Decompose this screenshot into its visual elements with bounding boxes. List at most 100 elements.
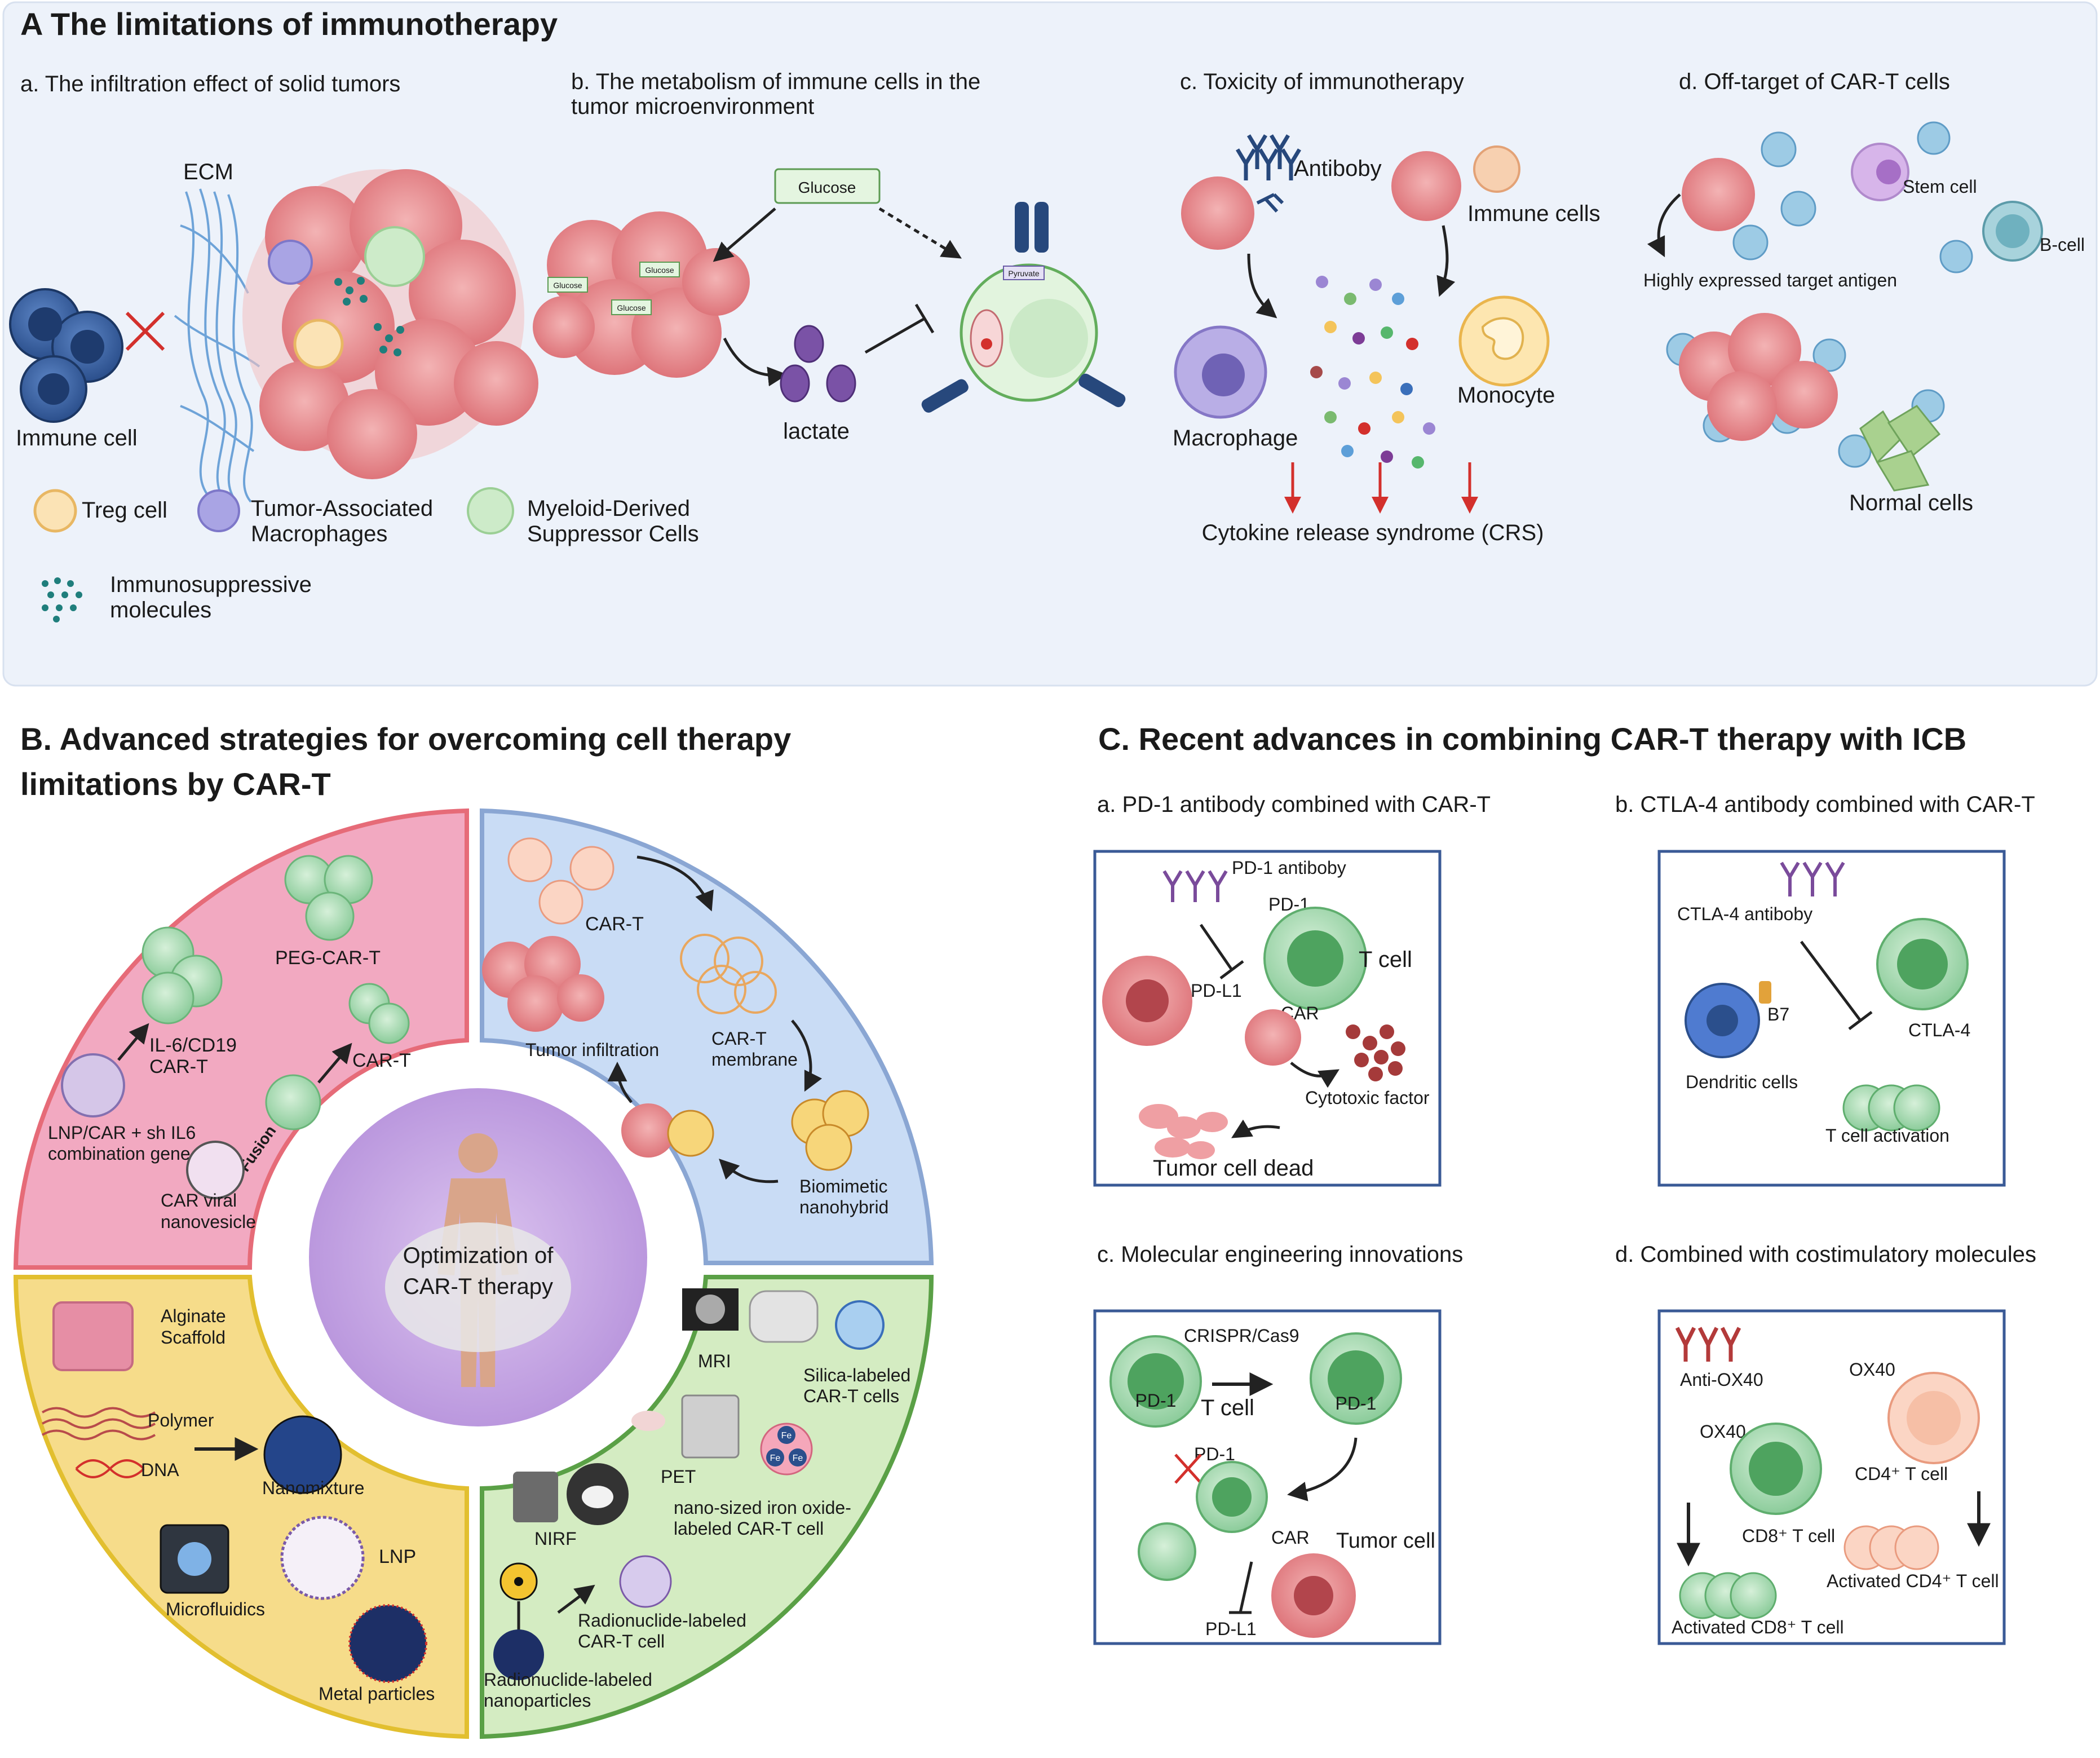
legend-mdsc-2: Suppressor Cells bbox=[527, 522, 699, 546]
glucose-tag-2-label: Glucose bbox=[645, 266, 674, 275]
ox40-label-b: OX40 bbox=[1700, 1421, 1746, 1442]
cd8-nucleus bbox=[1749, 1442, 1803, 1496]
fe-label-1: Fe bbox=[781, 1431, 792, 1441]
ctla4-antibody-label: CTLA-4 antiboby bbox=[1677, 904, 1812, 924]
lactate-molecules bbox=[780, 325, 856, 403]
metal-label: Metal particles bbox=[319, 1684, 435, 1704]
iron-label-2: labeled CAR-T cell bbox=[674, 1518, 824, 1539]
glucose-tag-1-label: Glucose bbox=[553, 281, 582, 290]
t-cell-b-nucleus bbox=[1897, 939, 1948, 990]
blue-arrow-3 bbox=[719, 1159, 779, 1183]
mri-brain bbox=[696, 1295, 725, 1324]
t-cell-a-label: T cell bbox=[1359, 947, 1412, 972]
t-cell-c-label: T cell bbox=[1201, 1395, 1254, 1420]
fe-label-2: Fe bbox=[770, 1454, 781, 1463]
panel-c-c-heading: c. Molecular engineering innovations bbox=[1097, 1242, 1463, 1267]
immune-cell-c-1 bbox=[1391, 151, 1461, 221]
tumor-cell-c-nucleus bbox=[1294, 1576, 1333, 1615]
t-cell-c-1-nucleus bbox=[1128, 1353, 1184, 1410]
pd1-block-line bbox=[1199, 924, 1234, 971]
molecules-legend-icon bbox=[42, 577, 82, 622]
b7-label: B7 bbox=[1767, 1004, 1789, 1024]
monocyte-label: Monocyte bbox=[1457, 383, 1555, 408]
glucose-label: Glucose bbox=[798, 179, 856, 196]
mdsc-cell bbox=[364, 226, 425, 287]
membrane-label-1: CAR-T bbox=[711, 1028, 767, 1049]
immune-cell-c-2 bbox=[1473, 145, 1520, 193]
viral-label-2: nanovesicle bbox=[161, 1212, 256, 1232]
antigen-label: Highly expressed target antigen bbox=[1643, 270, 1897, 290]
crispr-label: CRISPR/Cas9 bbox=[1184, 1326, 1299, 1346]
lnp-yellow-label: LNP bbox=[379, 1546, 416, 1567]
panel-a-title: A The limitations of immunotherapy bbox=[20, 6, 558, 42]
alginate-label-1: Alginate bbox=[161, 1306, 226, 1326]
b7-ligand bbox=[1759, 981, 1771, 1004]
pd1-label-c2: PD-1 bbox=[1336, 1393, 1377, 1414]
cytotoxic-label: Cytotoxic factor bbox=[1305, 1088, 1430, 1108]
il6-cart-cells bbox=[142, 926, 223, 1024]
ecm-fibers bbox=[174, 188, 260, 503]
center-label-1: Optimization of bbox=[403, 1243, 554, 1268]
pd1-antibodies bbox=[1162, 870, 1228, 902]
bound-antibody bbox=[1256, 193, 1284, 213]
cytotoxic-arrow bbox=[1290, 1062, 1340, 1088]
cart-pink-label: CAR-T bbox=[352, 1050, 411, 1071]
radio-nanoparticle bbox=[493, 1629, 544, 1680]
lactate-inhibit-bar bbox=[914, 303, 935, 334]
peg-cart-label: PEG-CAR-T bbox=[275, 947, 381, 969]
pdl1-label-c: PD-L1 bbox=[1205, 1619, 1257, 1639]
edited-t-cell-nucleus bbox=[1212, 1477, 1252, 1517]
stem-cell-nucleus bbox=[1876, 160, 1901, 184]
b-cell-nucleus bbox=[1996, 214, 2030, 248]
immune-cell-label: Immune cell bbox=[16, 426, 138, 450]
mdsc-legend-icon bbox=[467, 487, 514, 535]
pet-label: PET bbox=[661, 1467, 696, 1487]
act-cd4-label: Activated CD4⁺ T cell bbox=[1827, 1571, 1999, 1591]
pd1-block-bar bbox=[1219, 960, 1244, 979]
panel-c-title: C. Recent advances in combining CAR-T th… bbox=[1098, 721, 1966, 757]
legend-tam-2: Macrophages bbox=[251, 522, 387, 546]
viral-label-1: CAR viral bbox=[161, 1190, 237, 1211]
target-tumor-cluster bbox=[1679, 313, 1838, 441]
treg-legend-icon bbox=[33, 489, 77, 533]
activated-cd4-cells bbox=[1843, 1525, 1939, 1570]
silica-particle bbox=[835, 1300, 885, 1350]
pd1-antibody-label: PD-1 antiboby bbox=[1232, 858, 1346, 878]
antibody-cluster bbox=[1235, 134, 1302, 180]
panel-a-a-heading: a. The infiltration effect of solid tumo… bbox=[20, 72, 400, 96]
cd4-nucleus bbox=[1907, 1391, 1961, 1445]
fe-label-3: Fe bbox=[793, 1454, 803, 1463]
tumor-cluster-b bbox=[533, 211, 750, 378]
pet-scanner bbox=[681, 1394, 740, 1459]
tam-cell bbox=[268, 240, 313, 285]
dna-helix bbox=[75, 1459, 145, 1478]
ctla4-antibodies bbox=[1780, 862, 1845, 896]
tumor-cell-a-nucleus bbox=[1126, 979, 1169, 1022]
dead-arrow bbox=[1231, 1119, 1280, 1138]
radio-np-label-2: nanoparticles bbox=[484, 1690, 591, 1711]
pd1-label-c1: PD-1 bbox=[1135, 1390, 1177, 1411]
panel-a-b-heading-1: b. The metabolism of immune cells in the bbox=[571, 69, 980, 94]
quadrant-yellow bbox=[13, 1275, 469, 1739]
activated-t-cells-b bbox=[1842, 1084, 1940, 1132]
dead-label: Tumor cell dead bbox=[1153, 1156, 1314, 1181]
immune-cells-blocked bbox=[9, 288, 123, 423]
tam-legend-icon bbox=[197, 489, 240, 532]
silica-label-1: Silica-labeled bbox=[803, 1365, 910, 1385]
anti-ox40-antibodies bbox=[1675, 1327, 1741, 1362]
cytokine-dots bbox=[1310, 276, 1435, 469]
glucose-tag-3 bbox=[611, 299, 652, 315]
dendritic-cell bbox=[1685, 983, 1760, 1058]
cart-blue-label: CAR-T bbox=[585, 913, 644, 935]
tumor-cell-a-2 bbox=[1245, 1009, 1301, 1066]
immune-cells-label: Immune cells bbox=[1467, 201, 1601, 226]
nirf-mouse bbox=[582, 1486, 613, 1508]
radio-arrow bbox=[557, 1584, 595, 1614]
radio-np-label-1: Radionuclide-labeled bbox=[484, 1669, 652, 1690]
membrane-label-2: membrane bbox=[711, 1049, 798, 1070]
nirf-camera bbox=[513, 1472, 558, 1522]
ctla4-block-bar bbox=[1848, 1011, 1873, 1030]
infiltrating-cell bbox=[621, 1103, 675, 1158]
target-tumor-cell bbox=[1682, 158, 1755, 231]
